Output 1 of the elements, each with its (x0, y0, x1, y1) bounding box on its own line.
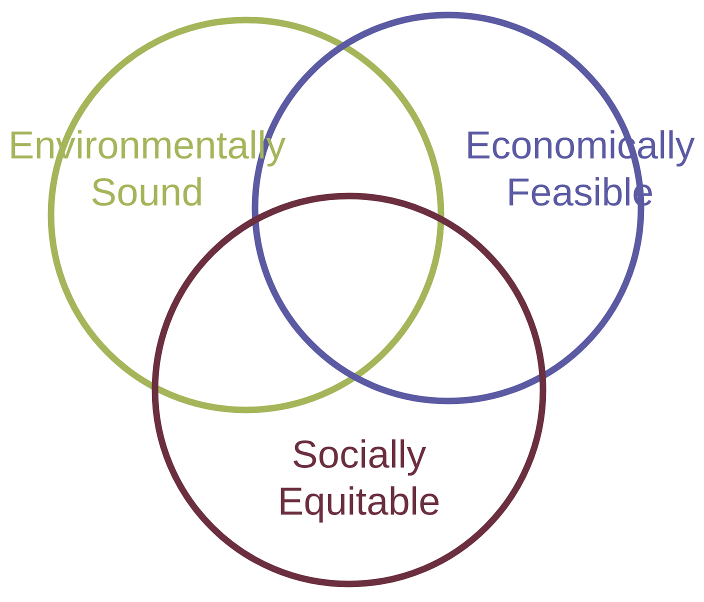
circle-label: Socially Equitable (280, 439, 439, 523)
